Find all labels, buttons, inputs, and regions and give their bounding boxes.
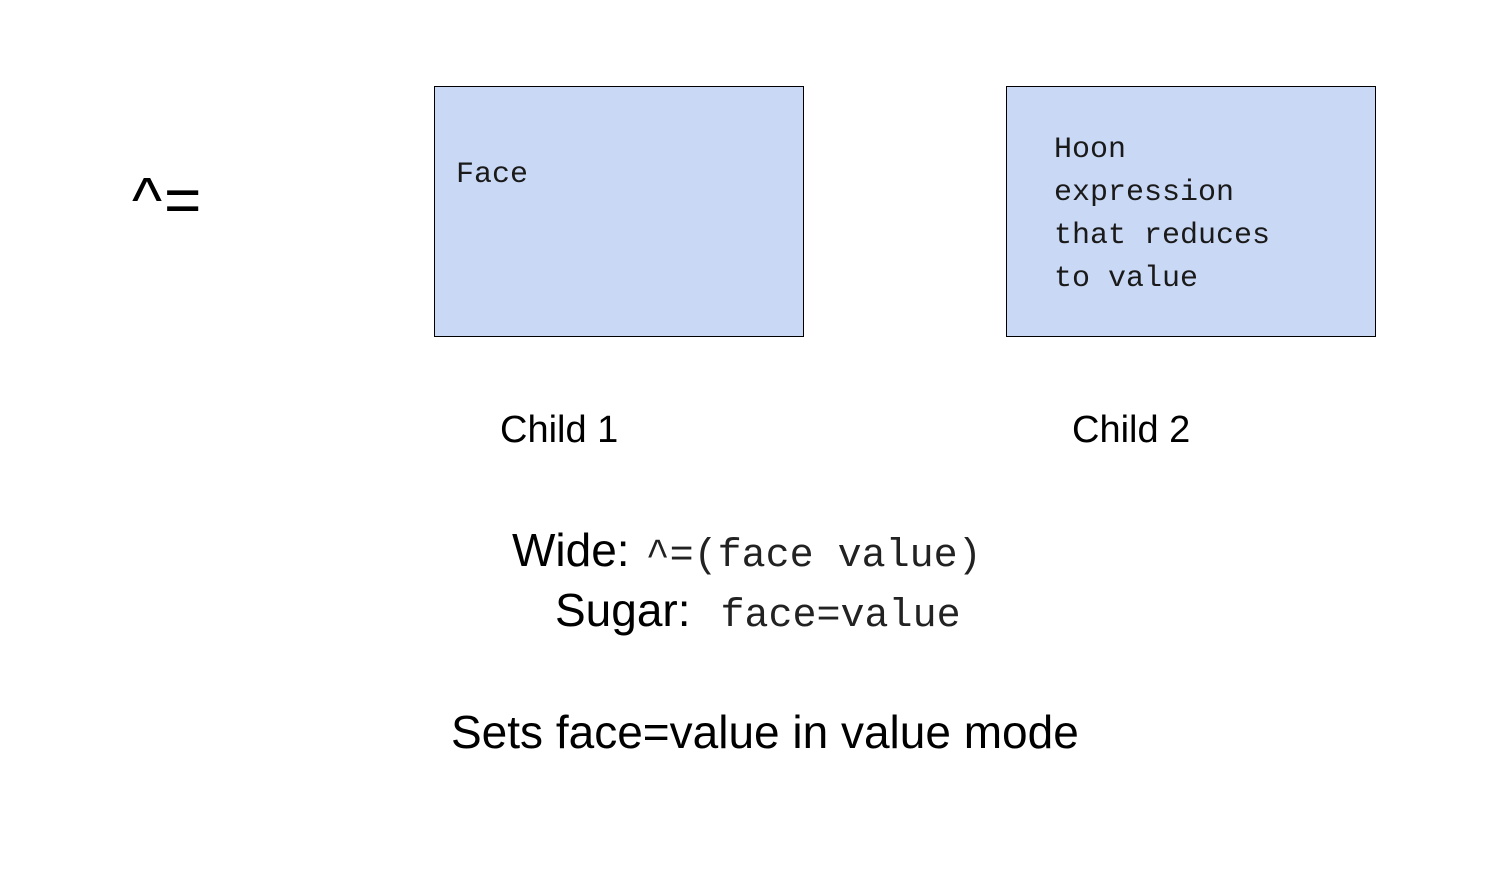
summary-text: Sets face=value in value mode: [451, 706, 1079, 758]
child-2-box: Hoon expression that reduces to value: [1006, 86, 1376, 337]
wide-label: Wide:: [512, 524, 630, 576]
child-1-box-text: Face: [456, 158, 529, 192]
wide-form: Wide: ^=(face value): [512, 524, 982, 588]
sugar-label: Sugar:: [555, 584, 691, 636]
child-1-label: Child 1: [500, 409, 619, 451]
sugar-code: face=value: [720, 594, 961, 639]
child-2-label: Child 2: [1072, 409, 1191, 451]
child-2-box-text: Hoon expression that reduces to value: [1054, 133, 1271, 296]
wide-code: ^=(face value): [645, 534, 982, 579]
rune-symbol: ^=: [132, 164, 204, 236]
child-1-box: Face: [434, 86, 804, 337]
sugar-form: Sugar: face=value: [555, 584, 961, 648]
